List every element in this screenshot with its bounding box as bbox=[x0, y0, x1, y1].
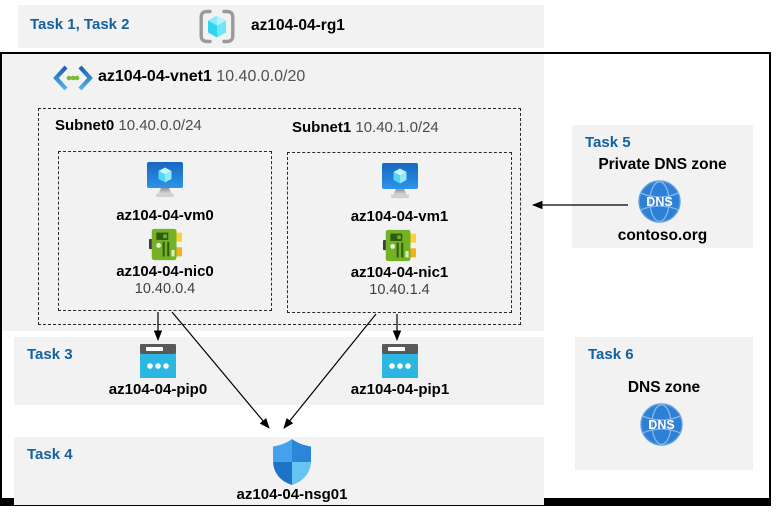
subnets-container-box bbox=[38, 108, 521, 325]
nic0-name: az104-04-nic0 bbox=[116, 263, 214, 280]
nsg-group: az104-04-nsg01 bbox=[212, 439, 372, 503]
nic1-name: az104-04-nic1 bbox=[350, 264, 449, 281]
header-strip: Task 1, Task 2 az104-04-rg1 bbox=[18, 5, 544, 48]
dns-zone-icon: DNS bbox=[640, 403, 683, 446]
pip0-group: az104-04-pip0 bbox=[93, 344, 223, 398]
pip0-name: az104-04-pip0 bbox=[108, 381, 208, 398]
subnet0-cidr: 10.40.0.0/24 bbox=[118, 117, 202, 134]
network-interface-icon bbox=[148, 228, 182, 261]
nic0-ip: 10.40.0.4 bbox=[134, 281, 196, 297]
private-dns-zone-name: contoso.org bbox=[617, 227, 708, 244]
private-dns-zone-icon: DNS bbox=[637, 180, 681, 223]
public-ip-icon bbox=[140, 344, 176, 378]
resource-group-name: az104-04-rg1 bbox=[251, 17, 345, 34]
vnet-name: az104-04-vnet1 bbox=[98, 68, 212, 85]
vnet-region bbox=[2, 54, 544, 331]
nsg-name: az104-04-nsg01 bbox=[236, 486, 348, 503]
pip1-name: az104-04-pip1 bbox=[350, 381, 450, 398]
pip1-group: az104-04-pip1 bbox=[335, 344, 465, 398]
subnet0-label: Subnet0 10.40.0.0/24 bbox=[55, 117, 202, 134]
subnet0-box: az104-04-vm0 az104-04-nic0 10.40.0.4 bbox=[58, 151, 272, 311]
resource-group-icon bbox=[199, 9, 235, 44]
nsg-shield-icon bbox=[273, 439, 311, 485]
vnet-title: az104-04-vnet1 10.40.0.0/20 bbox=[98, 68, 305, 86]
task5-panel: Task 5 Private DNS zone DNS contoso.org bbox=[572, 125, 753, 248]
subnet0-name: Subnet0 bbox=[55, 117, 115, 134]
subnet1-name: Subnet1 bbox=[292, 119, 352, 136]
public-ip-icon bbox=[382, 344, 418, 378]
private-dns-zone-title: Private DNS zone bbox=[598, 156, 727, 173]
dns-badge-text: DNS bbox=[648, 418, 674, 432]
task4-label: Task 4 bbox=[27, 446, 73, 463]
nic1-ip: 10.40.1.4 bbox=[369, 282, 430, 298]
dns-badge-text: DNS bbox=[646, 195, 672, 209]
task4-panel: Task 4 az104-04-nsg01 bbox=[14, 437, 544, 505]
vm1-name: az104-04-vm1 bbox=[350, 208, 449, 225]
task3-panel: Task 3 az104-04-pip0 az104-04-pip1 bbox=[14, 337, 544, 405]
virtual-machine-icon bbox=[381, 163, 418, 199]
task5-label: Task 5 bbox=[585, 134, 631, 151]
task3-label: Task 3 bbox=[27, 346, 73, 363]
subnet1-box: az104-04-vm1 az104-04-nic1 10.40.1.4 bbox=[287, 152, 512, 313]
network-interface-icon bbox=[383, 229, 416, 262]
header-tasks-label: Task 1, Task 2 bbox=[30, 16, 130, 33]
task6-panel: Task 6 DNS zone DNS bbox=[575, 337, 753, 470]
vnet-cidr: 10.40.0.0/20 bbox=[216, 68, 306, 85]
subnet1-label: Subnet1 10.40.1.0/24 bbox=[292, 119, 439, 136]
virtual-machine-icon bbox=[147, 162, 183, 198]
virtual-network-icon bbox=[53, 65, 93, 91]
subnet1-cidr: 10.40.1.0/24 bbox=[355, 119, 439, 136]
dns-zone-title: DNS zone bbox=[627, 379, 701, 396]
vm0-name: az104-04-vm0 bbox=[116, 207, 214, 224]
task6-label: Task 6 bbox=[588, 346, 634, 363]
